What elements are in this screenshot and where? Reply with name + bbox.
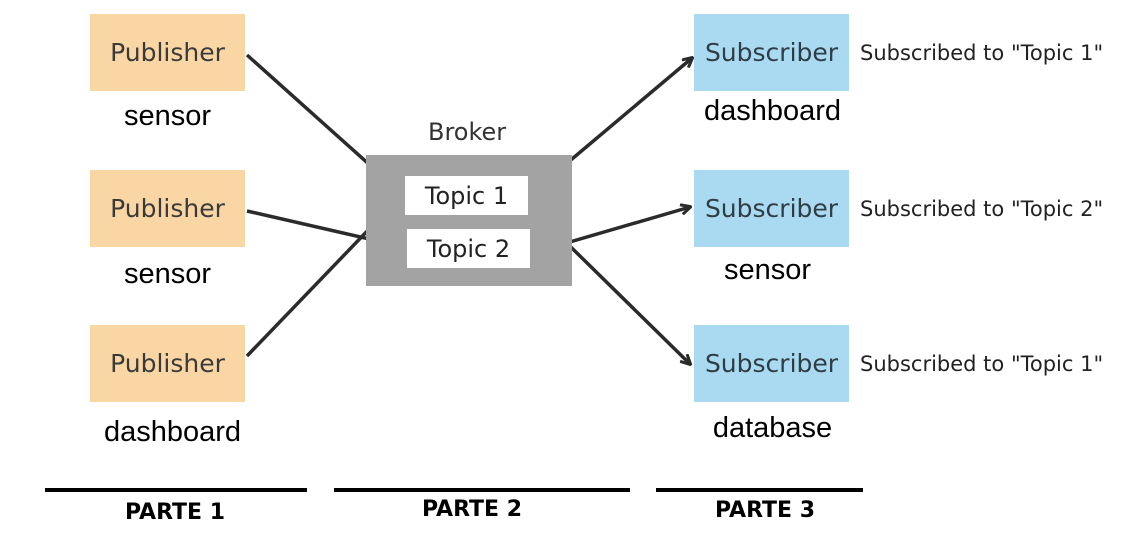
publisher-box-2: Publisher [90, 170, 245, 247]
publisher-box-1: Publisher [90, 14, 245, 91]
publisher-box-3: Publisher [90, 325, 245, 402]
subscriber-caption-1: dashboard [703, 95, 842, 127]
subscriber-note-3: Subscribed to "Topic 1" [860, 352, 1104, 376]
topic-1-box: Topic 1 [405, 176, 528, 215]
part-3-rule [656, 488, 863, 492]
part-3-label: PARTE 3 [714, 498, 816, 523]
part-2-rule [334, 488, 630, 492]
broker-label: Broker [428, 118, 507, 146]
subscriber-caption-3: database [712, 412, 833, 444]
publisher-caption-1: sensor [123, 100, 212, 132]
subscriber-box-2: Subscriber [694, 170, 849, 247]
subscriber-note-2: Subscribed to "Topic 2" [860, 197, 1104, 221]
part-1-rule [45, 488, 307, 492]
part-1-label: PARTE 1 [124, 500, 226, 525]
subscriber-caption-2: sensor [723, 254, 812, 286]
subscriber-box-1: Subscriber [694, 14, 849, 91]
subscriber-note-1: Subscribed to "Topic 1" [860, 41, 1104, 65]
subscriber-box-3: Subscriber [694, 325, 849, 402]
topic-2-box: Topic 2 [407, 229, 530, 268]
publisher-caption-2: sensor [123, 258, 212, 290]
publisher-caption-3: dashboard [103, 416, 242, 448]
part-2-label: PARTE 2 [421, 497, 523, 522]
